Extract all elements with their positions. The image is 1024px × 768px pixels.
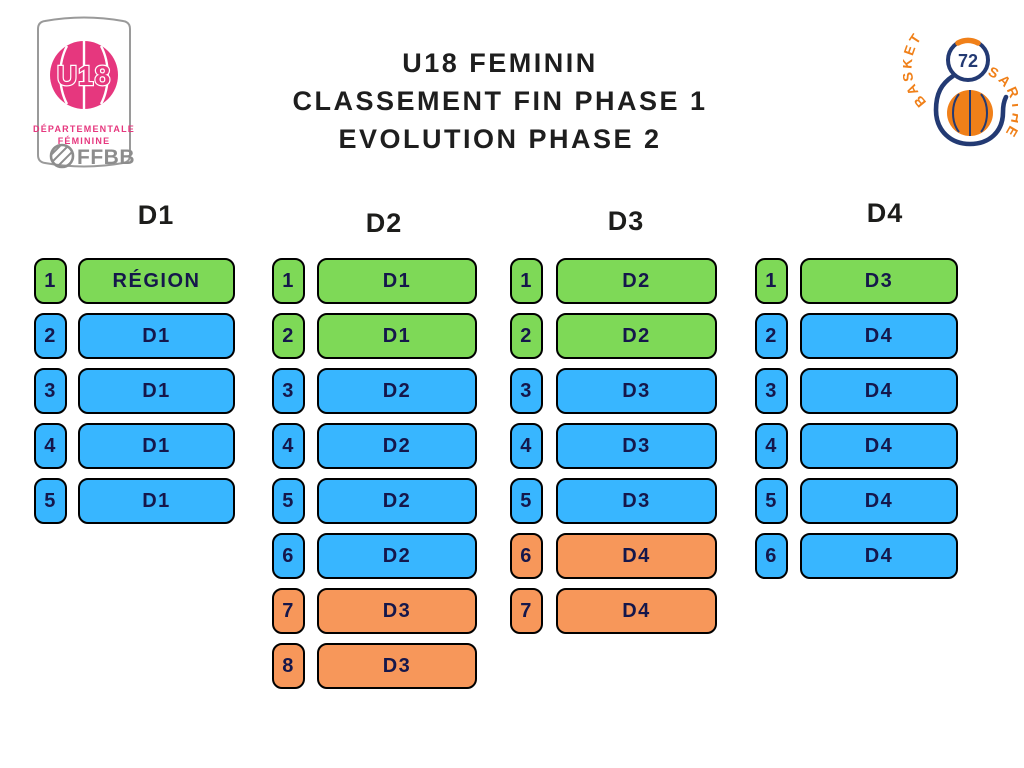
page-title: U18 FEMININ CLASSEMENT FIN PHASE 1 EVOLU… (250, 44, 750, 158)
basket-sarthe-72-logo: 72 BASKET SARTHE (898, 18, 1023, 168)
destination-box: D4 (800, 368, 958, 414)
rank-number-box: 4 (755, 423, 788, 469)
destination-box: D4 (800, 533, 958, 579)
rank-number-box: 3 (34, 368, 67, 414)
destination-box: D4 (800, 478, 958, 524)
destination-box: D2 (317, 368, 477, 414)
u18-departementale-feminine-logo: U18 DÉPARTEMENTALE FÉMININE FFBB (30, 13, 138, 171)
rank-number-box: 1 (34, 258, 67, 304)
destination-box: D3 (800, 258, 958, 304)
rank-number-box: 6 (510, 533, 543, 579)
rank-number-box: 2 (34, 313, 67, 359)
rank-number-box: 4 (272, 423, 305, 469)
destination-box: D2 (317, 478, 477, 524)
rank-number-box: 2 (755, 313, 788, 359)
destination-box: D1 (317, 313, 477, 359)
rank-number-box: 2 (510, 313, 543, 359)
destination-box: D1 (78, 478, 235, 524)
column-header-d1: D1 (137, 200, 175, 230)
rank-number-box: 5 (272, 478, 305, 524)
rank-number-box: 7 (510, 588, 543, 634)
destination-box: D3 (317, 588, 477, 634)
destination-box: D1 (78, 423, 235, 469)
destination-box: D2 (556, 313, 717, 359)
destination-box: RÉGION (78, 258, 235, 304)
s-ribbon (933, 73, 1009, 147)
basket-curved-text: BASKET (898, 29, 926, 111)
column-header-d4: D4 (866, 198, 904, 228)
basketball-icon (947, 90, 993, 136)
column-header-d3: D3 (607, 206, 645, 236)
rank-number-box: 8 (272, 643, 305, 689)
svg-text:BASKET: BASKET (903, 29, 929, 111)
rank-number-box: 6 (272, 533, 305, 579)
rank-number-box: 5 (755, 478, 788, 524)
rank-number-box: 4 (34, 423, 67, 469)
rank-number-box: 5 (34, 478, 67, 524)
ffbb-ball-icon (49, 143, 75, 169)
destination-box: D4 (800, 313, 958, 359)
ffbb-text: FFBB (77, 146, 135, 169)
rank-number-box: 4 (510, 423, 543, 469)
destination-box: D4 (800, 423, 958, 469)
feminine-text: FÉMININE (58, 136, 111, 146)
destination-box: D3 (556, 478, 717, 524)
destination-box: D1 (78, 313, 235, 359)
title-line-2: CLASSEMENT FIN PHASE 1 (292, 86, 708, 116)
destination-box: D4 (556, 533, 717, 579)
title-line-3: EVOLUTION PHASE 2 (338, 124, 662, 154)
destination-box: D2 (556, 258, 717, 304)
rank-number-box: 6 (755, 533, 788, 579)
destination-box: D3 (317, 643, 477, 689)
number-72-text: 72 (958, 51, 978, 71)
destination-box: D3 (556, 368, 717, 414)
destination-box: D4 (556, 588, 717, 634)
basketball-icon: U18 (50, 41, 118, 109)
destination-box: D1 (78, 368, 235, 414)
rank-number-box: 1 (272, 258, 305, 304)
destination-box: D2 (317, 423, 477, 469)
column-header-d2: D2 (365, 208, 403, 238)
rank-number-box: 1 (510, 258, 543, 304)
destination-box: D1 (317, 258, 477, 304)
rank-number-box: 3 (755, 368, 788, 414)
title-line-1: U18 FEMININ (402, 48, 598, 78)
u18-badge-icon: U18 DÉPARTEMENTALE FÉMININE FFBB (33, 16, 135, 169)
rank-number-box: 5 (510, 478, 543, 524)
rank-number-box: 1 (755, 258, 788, 304)
destination-box: D2 (317, 533, 477, 579)
u18-text: U18 (57, 60, 111, 91)
sarthe-logo-icon: 72 BASKET SARTHE (898, 29, 1023, 147)
destination-box: D3 (556, 423, 717, 469)
rank-number-box: 2 (272, 313, 305, 359)
rank-number-box: 3 (272, 368, 305, 414)
departementale-text: DÉPARTEMENTALE (33, 124, 135, 134)
rank-number-box: 7 (272, 588, 305, 634)
rank-number-box: 3 (510, 368, 543, 414)
